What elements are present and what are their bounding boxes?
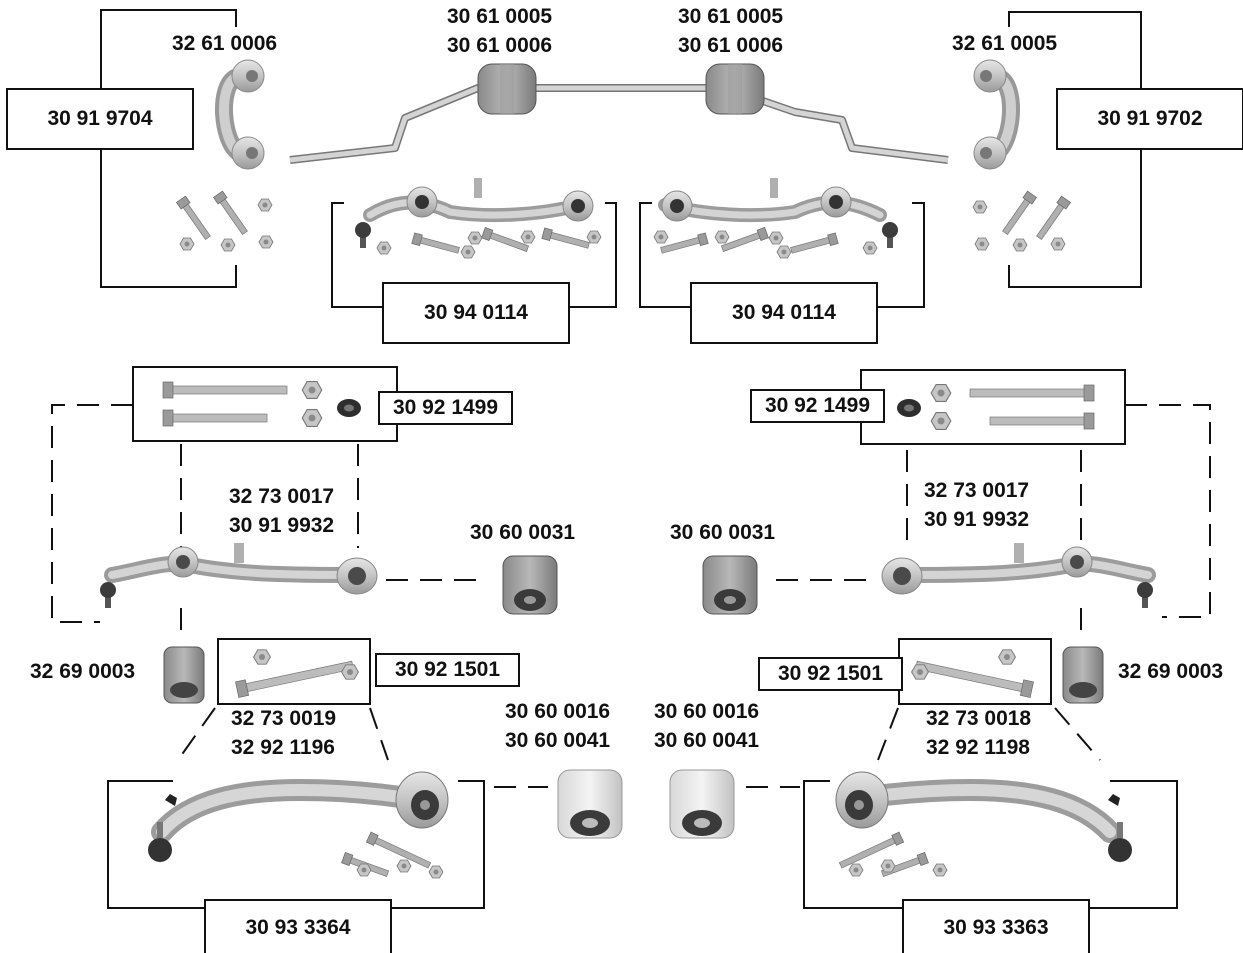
coupling-link-left: [224, 60, 264, 169]
part-label-lower-arm-right-1: 32 73 0018: [926, 705, 1031, 733]
part-label-stab-bushing-left-1: 30 61 0005: [447, 3, 552, 31]
hardware-lower-right: [838, 832, 947, 879]
kit-box-bottom-right: 30 93 3363: [902, 899, 1090, 953]
part-label-stab-bushing-left-2: 30 61 0006: [447, 32, 552, 60]
kit-box-top-right: 30 91 9702: [1056, 88, 1243, 150]
kit-box-arm-right: 30 94 0114: [690, 282, 878, 344]
hardware-bolt-kit-right: [897, 385, 1094, 430]
part-label-center-bushing-left-1: 30 60 0016: [505, 698, 610, 726]
part-label-lower-arm-left-2: 32 92 1196: [231, 734, 335, 762]
kit-box-bottom-left: 30 93 3364: [204, 899, 392, 953]
hardware-arm-kit-right: [654, 227, 877, 258]
coupling-link-right: [974, 60, 1011, 169]
bushing-32690003-right: [1063, 647, 1103, 703]
part-label-lower-arm-left-1: 32 73 0019: [231, 705, 336, 733]
part-label-bushing-32690003-left: 32 69 0003: [30, 658, 135, 686]
part-label-bushing-32690003-right: 32 69 0003: [1118, 658, 1223, 686]
hardware-arm-kit-left: [377, 227, 601, 258]
control-arm-middle-right: [882, 543, 1153, 608]
hardware-bolt-kit-left: [163, 382, 361, 427]
bushing-30600016-right: [670, 770, 734, 838]
part-label-center-bushing-right-2: 30 60 0041: [654, 727, 759, 755]
kit-box-bolt-low-left: 30 92 1501: [375, 653, 520, 687]
part-label-lower-arm-right-2: 32 92 1198: [926, 734, 1030, 762]
hardware-bolt-kit-low-right: [912, 650, 1034, 698]
part-label-center-bushing-left-2: 30 60 0041: [505, 727, 610, 755]
part-label-middle-arm-left-2: 30 91 9932: [229, 512, 334, 540]
bushing-30600031-left: [503, 556, 557, 614]
bushing-32690003-left: [164, 647, 204, 703]
hardware-lower-left: [342, 832, 443, 879]
part-label-middle-arm-left-1: 32 73 0017: [229, 483, 334, 511]
kit-box-bolt-right: 30 92 1499: [750, 389, 885, 423]
part-label-center-bushing-right-1: 30 60 0016: [654, 698, 759, 726]
hardware-bolt-kit-low-left: [236, 650, 359, 698]
part-label-bushing-30600031-left: 30 60 0031: [470, 519, 575, 547]
part-label-middle-arm-right-2: 30 91 9932: [924, 506, 1029, 534]
part-label-middle-arm-right-1: 32 73 0017: [924, 477, 1029, 505]
control-arm-lower-left: [148, 772, 448, 862]
bushing-30600016-left: [558, 770, 622, 838]
part-label-coupling-link-right: 32 61 0005: [952, 30, 1057, 58]
part-label-stab-bushing-right-2: 30 61 0006: [678, 32, 783, 60]
part-label-stab-bushing-right-1: 30 61 0005: [678, 3, 783, 31]
part-label-coupling-link-left: 32 61 0006: [172, 30, 277, 58]
control-arm-middle-left: [100, 543, 377, 608]
bushing-30600031-right: [703, 556, 757, 614]
kit-box-arm-left: 30 94 0114: [382, 282, 570, 344]
kit-box-bolt-low-right: 30 92 1501: [758, 657, 903, 691]
hardware-top-right: [973, 191, 1071, 251]
hardware-top-left: [176, 191, 273, 251]
kit-box-bolt-left: 30 92 1499: [378, 391, 513, 425]
kit-box-top-left: 30 91 9704: [6, 88, 194, 150]
part-label-bushing-30600031-right: 30 60 0031: [670, 519, 775, 547]
